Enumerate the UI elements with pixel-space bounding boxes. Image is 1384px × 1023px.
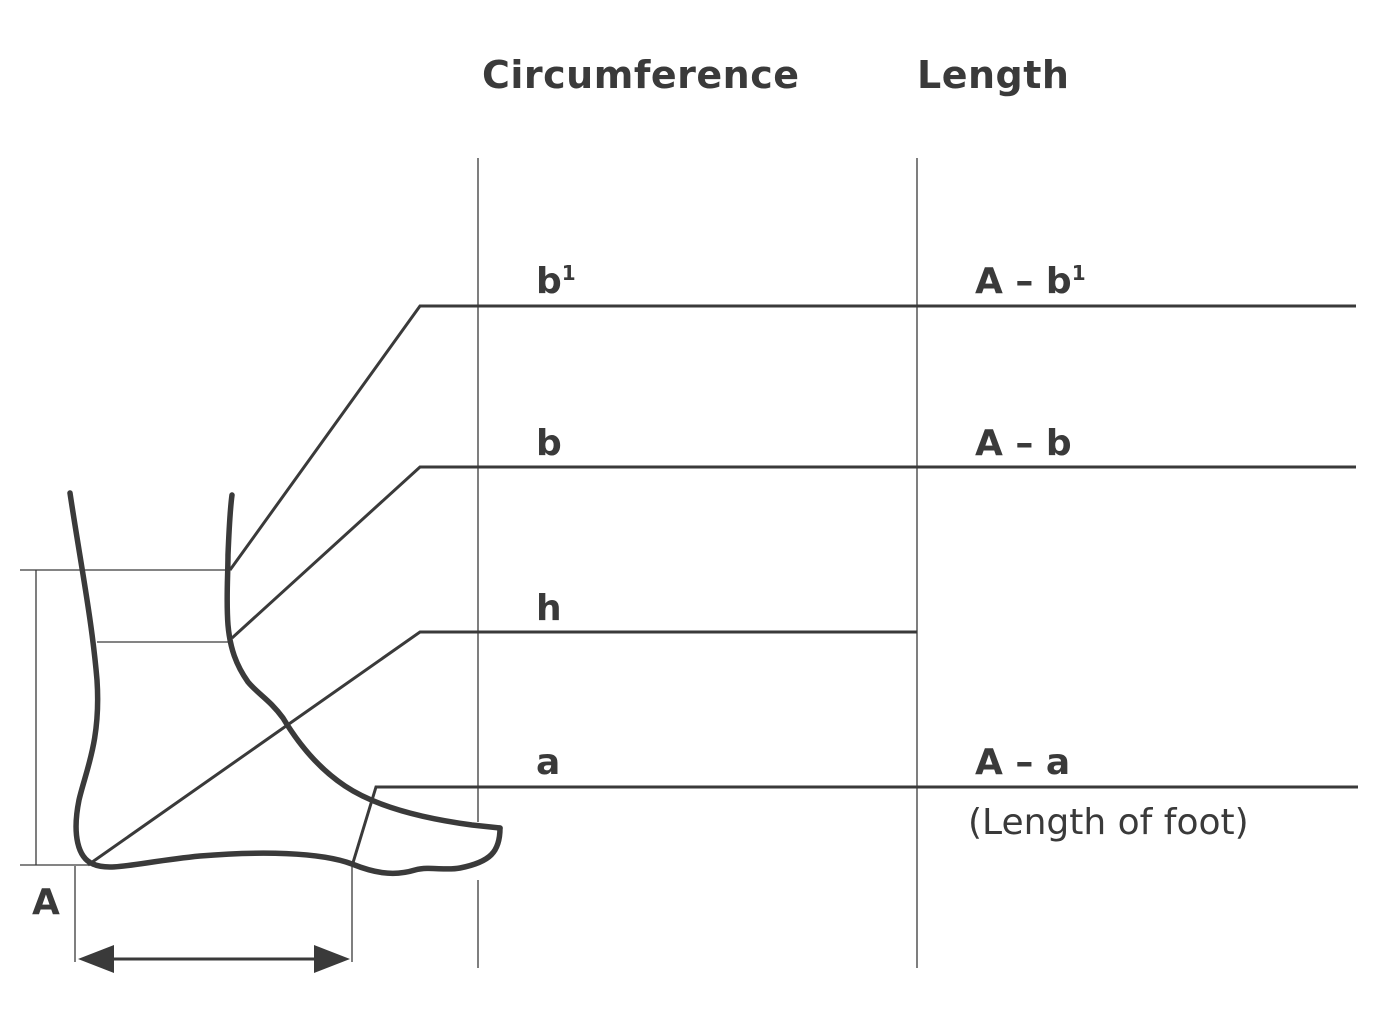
label-a-b1: A – b1 — [975, 261, 1086, 302]
label-b1-base: b — [536, 261, 562, 302]
label-length-of-foot: (Length of foot) — [968, 802, 1249, 843]
heel-back-curve — [67, 490, 101, 867]
circumference-header: Circumference — [482, 53, 800, 97]
label-b1-sup: 1 — [562, 261, 576, 285]
sole-curve — [90, 825, 503, 877]
length-header: Length — [917, 53, 1069, 97]
label-a-a: A – a — [975, 742, 1070, 783]
label-a-b1-base: A – b — [975, 261, 1072, 302]
point-a-label: A — [32, 882, 60, 923]
label-a-b: A – b — [975, 423, 1072, 464]
a-level-line — [350, 785, 1358, 867]
label-b: b — [536, 423, 562, 464]
foot-length-arrowhead-right — [314, 945, 350, 973]
label-b1: b1 — [536, 261, 576, 302]
b-level-line — [230, 465, 1356, 640]
label-a-b1-sup: 1 — [1072, 261, 1086, 285]
label-h: h — [536, 588, 562, 629]
b1-level-line — [228, 304, 1356, 571]
foot-outline — [67, 490, 503, 877]
foot-length-arrowhead-left — [78, 945, 114, 973]
h-level-line — [87, 630, 917, 867]
label-a: a — [536, 742, 560, 783]
toe-curve — [224, 492, 503, 831]
